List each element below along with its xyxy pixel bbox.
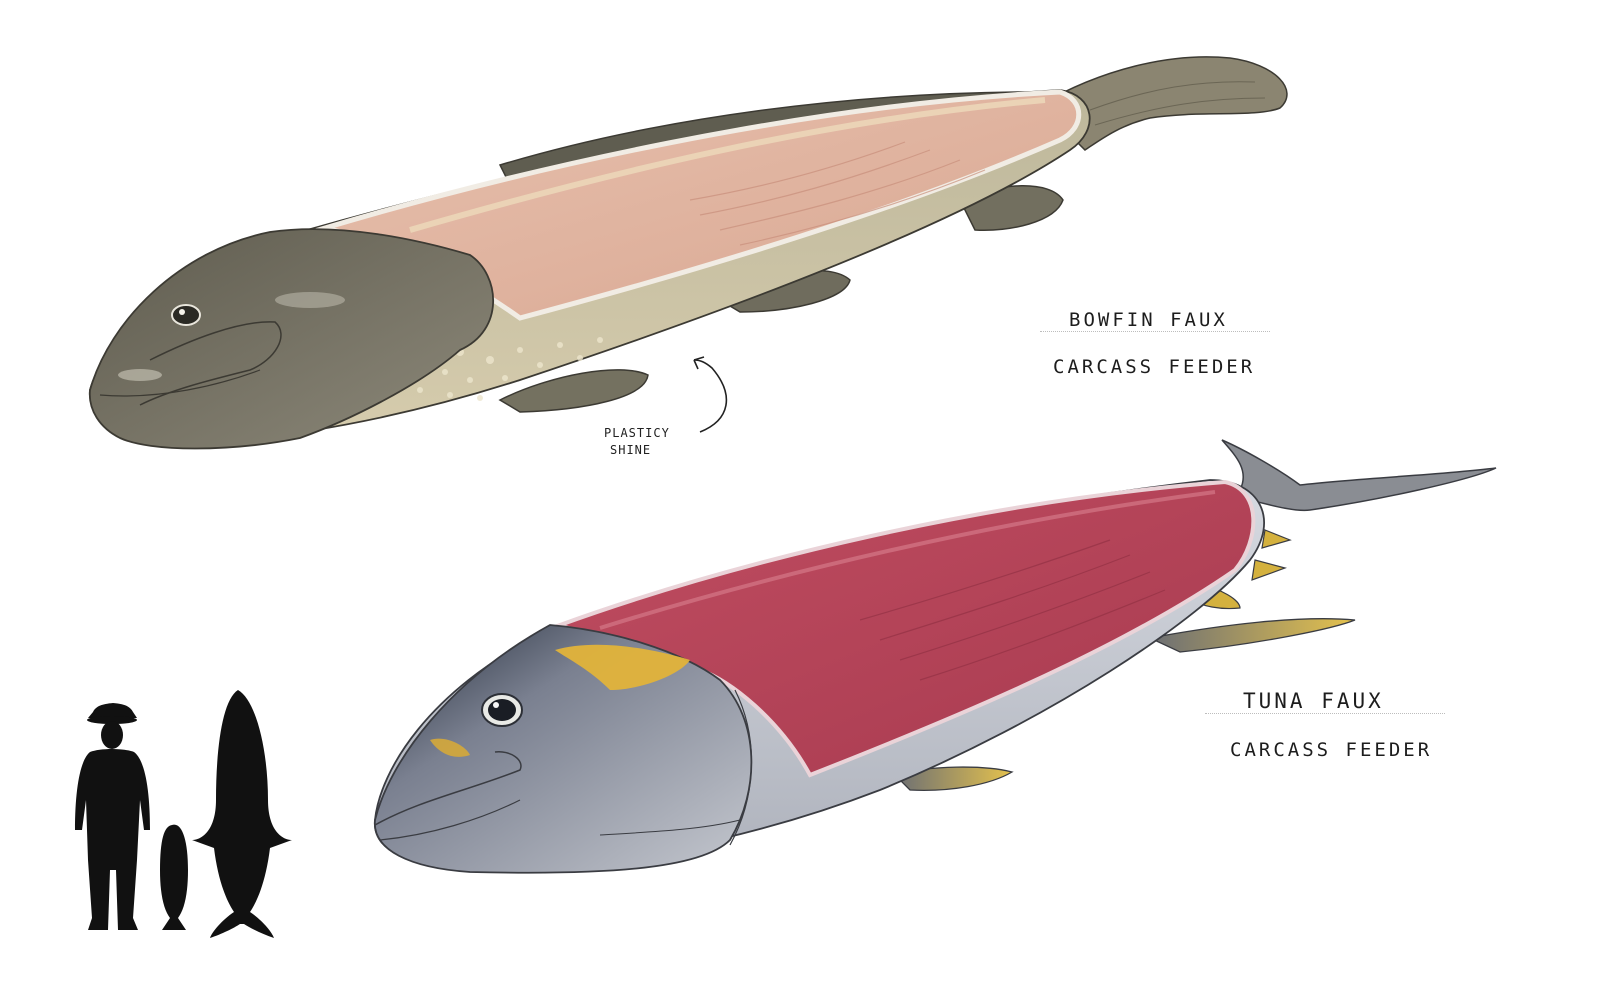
tuna-name-rule — [1205, 713, 1445, 714]
tuna-anal-fin — [1147, 618, 1356, 653]
bowfin-role-label: CARCASS FEEDER — [1053, 356, 1256, 378]
note-line-1: PLASTICY — [604, 426, 670, 440]
tuna-name-label: TUNA FAUX — [1243, 689, 1384, 713]
plasticy-shine-arrow — [693, 356, 728, 433]
bowfin-eye — [171, 304, 201, 326]
bowfin-head — [88, 228, 495, 450]
bowfin-silhouette — [160, 824, 188, 930]
scale-chart — [75, 690, 292, 938]
tuna-pectoral-fin — [893, 766, 1014, 791]
tuna-role-label: CARCASS FEEDER — [1230, 739, 1433, 761]
bowfin-name-rule — [1040, 331, 1270, 332]
tuna-tail — [1221, 439, 1497, 512]
bowfin-fin-front — [498, 369, 649, 413]
plasticy-shine-note: PLASTICY SHINE — [604, 425, 670, 459]
bowfin-open-cavity — [315, 89, 1082, 321]
note-line-2: SHINE — [610, 443, 652, 457]
tuna-silhouette — [192, 690, 292, 938]
bowfin-illustration — [88, 56, 1288, 450]
bowfin-name-label: BOWFIN FAUX — [1069, 309, 1228, 331]
tuna-illustration — [374, 439, 1497, 874]
tuna-eye — [481, 693, 523, 727]
human-silhouette — [75, 703, 150, 930]
bowfin-tail — [1038, 56, 1288, 151]
tuna-yellow-stripe — [555, 644, 690, 690]
